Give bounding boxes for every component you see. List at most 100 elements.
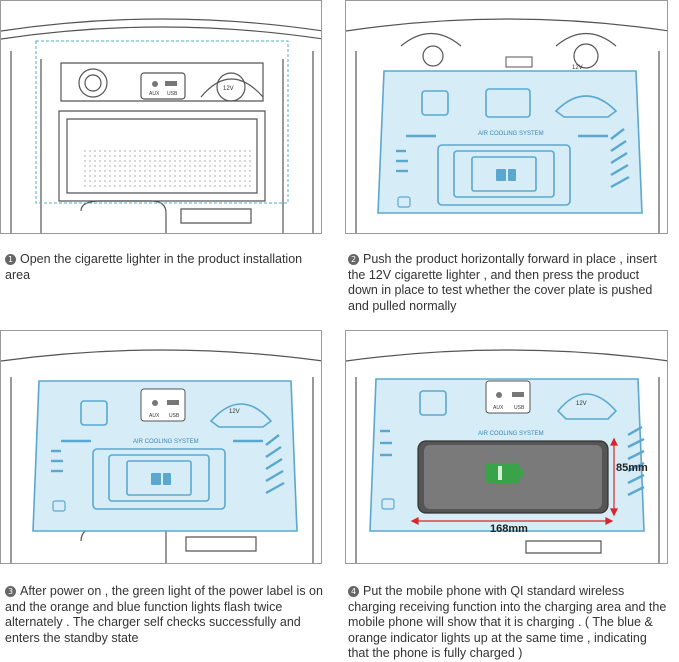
grille-dot (89, 185, 91, 187)
grille-dot (194, 175, 196, 177)
grille-dot (229, 160, 231, 162)
grille-dot (194, 160, 196, 162)
grille-dot (224, 175, 226, 177)
grille-dot (244, 160, 246, 162)
grille-dot (174, 175, 176, 177)
grille-dot (109, 185, 111, 187)
step-2-number: 2 (348, 254, 359, 265)
grille-dot (249, 170, 251, 172)
grille-dot (89, 180, 91, 182)
step-4-illustration: 168mm 85mm AUX USB 12V AIR COOLING SYSTE… (345, 330, 668, 564)
grille-dot (229, 180, 231, 182)
grille-dot (129, 155, 131, 157)
grille-dot (209, 155, 211, 157)
grille-dot (189, 175, 191, 177)
grille-dot (134, 170, 136, 172)
aux-label: AUX (149, 91, 160, 97)
grille-dot (159, 150, 161, 152)
grille-dot (94, 165, 96, 167)
grille-dot (229, 175, 231, 177)
grille-dot (99, 170, 101, 172)
grille-dot (234, 150, 236, 152)
grille-dot (159, 185, 161, 187)
grille-dot (239, 155, 241, 157)
grille-dot (209, 175, 211, 177)
grille-dot (199, 160, 201, 162)
grille-dot (84, 150, 86, 152)
grille-dot (189, 185, 191, 187)
grille-dot (144, 165, 146, 167)
grille-dot (204, 180, 206, 182)
grille-dot (114, 185, 116, 187)
grille-dot (104, 160, 106, 162)
grille-dot (249, 150, 251, 152)
grille-dot (104, 175, 106, 177)
grille-dot (239, 185, 241, 187)
grille-dot (209, 170, 211, 172)
grille-dot (169, 160, 171, 162)
grille-dot (219, 170, 221, 172)
grille-dot (94, 175, 96, 177)
grille-dot (229, 155, 231, 157)
grille-dot (204, 185, 206, 187)
grille-dot (169, 170, 171, 172)
grille-dot (134, 160, 136, 162)
step-4-number: 4 (348, 586, 359, 597)
grille-dot (119, 160, 121, 162)
grille-dot (139, 155, 141, 157)
grille-dot (134, 165, 136, 167)
grille-dot (104, 180, 106, 182)
grille-dot (184, 185, 186, 187)
grille-dot (214, 170, 216, 172)
grille-dot (144, 155, 146, 157)
grille-dot (124, 170, 126, 172)
grille-dot (244, 185, 246, 187)
grille-dot (114, 175, 116, 177)
grille-dot (239, 170, 241, 172)
grille-dot (84, 160, 86, 162)
grille-dot (114, 170, 116, 172)
grille-dot (99, 160, 101, 162)
grille-dot (154, 155, 156, 157)
grille-dot (169, 155, 171, 157)
grille-dot (159, 160, 161, 162)
grille-dot (129, 185, 131, 187)
grille-dot (109, 150, 111, 152)
grille-dot (144, 175, 146, 177)
grille-dot (184, 150, 186, 152)
grille-dot (234, 160, 236, 162)
grille-dot (129, 180, 131, 182)
grille-dot (229, 150, 231, 152)
grille-dot (104, 170, 106, 172)
step-1-number: 1 (5, 254, 16, 265)
grille-dot (94, 155, 96, 157)
grille-dot (164, 160, 166, 162)
grille-dot (149, 160, 151, 162)
grille-dot (244, 150, 246, 152)
grille-dot (209, 185, 211, 187)
grille-dot (159, 170, 161, 172)
grille-dot (164, 155, 166, 157)
grille-dot (204, 150, 206, 152)
grille-dot (179, 150, 181, 152)
battery-icon (486, 463, 523, 483)
grille-dot (179, 155, 181, 157)
grille-dot (89, 155, 91, 157)
grille-dot (174, 170, 176, 172)
grille-dot (189, 165, 191, 167)
socket-label: 12V (229, 409, 240, 415)
grille-dot (219, 150, 221, 152)
grille-dot (244, 170, 246, 172)
step-2-illustration: AIR COOLING SYSTEM 12V (345, 0, 668, 234)
grille-dot (214, 160, 216, 162)
grille-dot (104, 155, 106, 157)
grille-dot (84, 185, 86, 187)
grille-dot (194, 150, 196, 152)
grille-dot (119, 165, 121, 167)
grille-dot (89, 170, 91, 172)
grille-dot (164, 165, 166, 167)
grille-dot (134, 150, 136, 152)
grille-dot (144, 170, 146, 172)
grille-dot (149, 150, 151, 152)
